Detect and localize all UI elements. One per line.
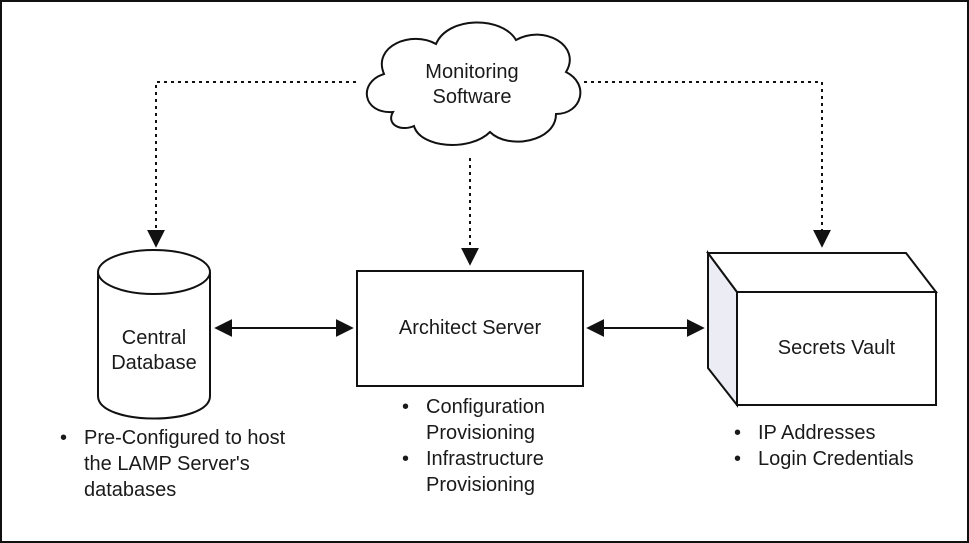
cloud-to-vault-connector	[584, 81, 831, 248]
vault-note-item: Login Credentials	[728, 446, 958, 472]
cloud-to-database-connector	[147, 81, 356, 248]
database-note-item: Pre-Configured to host the LAMP Server's…	[54, 425, 294, 503]
database-label-line-2: Database	[111, 352, 197, 374]
architect-server-box	[356, 270, 584, 387]
secrets-vault-box	[706, 249, 939, 408]
server-label-text: Architect Server	[398, 317, 542, 339]
cloud-label: Monitoring Software	[400, 60, 544, 110]
server-note-item: Infrastructure Provisioning	[396, 446, 596, 498]
database-notes-list: Pre-Configured to host the LAMP Server's…	[54, 425, 294, 503]
server-label: Architect Server	[357, 316, 583, 341]
server-note-item: Configuration Provisioning	[396, 394, 596, 446]
vault-label-text: Secrets Vault	[777, 337, 896, 359]
monitoring-cloud-shape	[366, 21, 582, 146]
vault-notes-list: IP Addresses Login Credentials	[728, 420, 958, 472]
vault-label: Secrets Vault	[737, 336, 936, 361]
central-database-cylinder	[97, 249, 211, 420]
cloud-label-line-1: Monitoring	[425, 61, 519, 83]
vault-note-item: IP Addresses	[728, 420, 958, 446]
cloud-label-line-2: Software	[432, 86, 512, 108]
database-label-line-1: Central	[121, 327, 187, 349]
server-notes-list: Configuration Provisioning Infrastructur…	[396, 394, 596, 498]
database-label: Central Database	[98, 326, 210, 376]
